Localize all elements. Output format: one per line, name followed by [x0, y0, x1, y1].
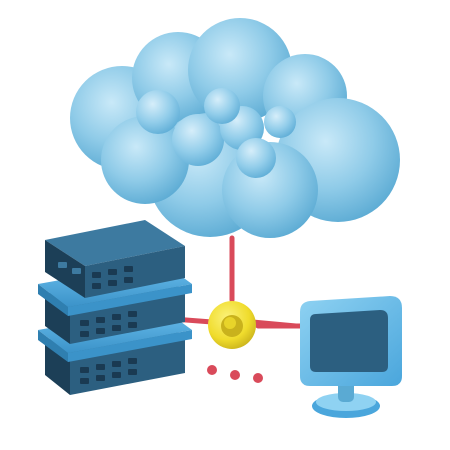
server-vents-middle: [80, 311, 137, 337]
server-vents-bottom: [80, 358, 137, 384]
monitor-icon: [300, 296, 402, 418]
cloud-icon: [70, 18, 400, 238]
ellipsis-dots-icon: [207, 365, 263, 383]
server-rack-icon: [38, 220, 192, 395]
server-vents-top: [58, 262, 133, 289]
network-hub-icon: [208, 301, 256, 349]
